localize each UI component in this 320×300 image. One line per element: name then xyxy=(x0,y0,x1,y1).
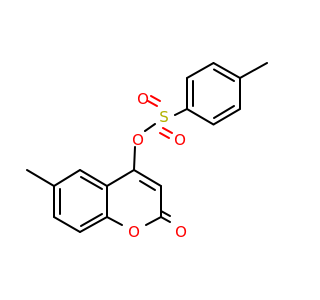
chemical-structure-diagram: S O O O O O xyxy=(26,62,268,241)
carbonyl-oxygen-label: O xyxy=(175,223,187,241)
ester-oxygen-label: O xyxy=(132,131,144,149)
tolyl-ring-bonds xyxy=(186,62,241,126)
ring-methyl-bond xyxy=(26,169,55,187)
sulfur-label: S xyxy=(159,108,169,126)
carbonyl-bond xyxy=(160,210,171,223)
ring-oxygen-label: O xyxy=(128,223,140,241)
s-aryl-bond xyxy=(174,108,188,116)
sulfonyl-bonds xyxy=(147,95,173,139)
sulfonyl-oxygen-top-label: O xyxy=(137,90,149,108)
coumarin-bonds xyxy=(53,169,162,233)
tolyl-methyl-bond xyxy=(239,62,268,79)
o-c4-bond xyxy=(133,146,136,171)
s-o-ester-bond xyxy=(144,123,156,132)
sulfonyl-oxygen-bottom-label: O xyxy=(174,131,186,149)
